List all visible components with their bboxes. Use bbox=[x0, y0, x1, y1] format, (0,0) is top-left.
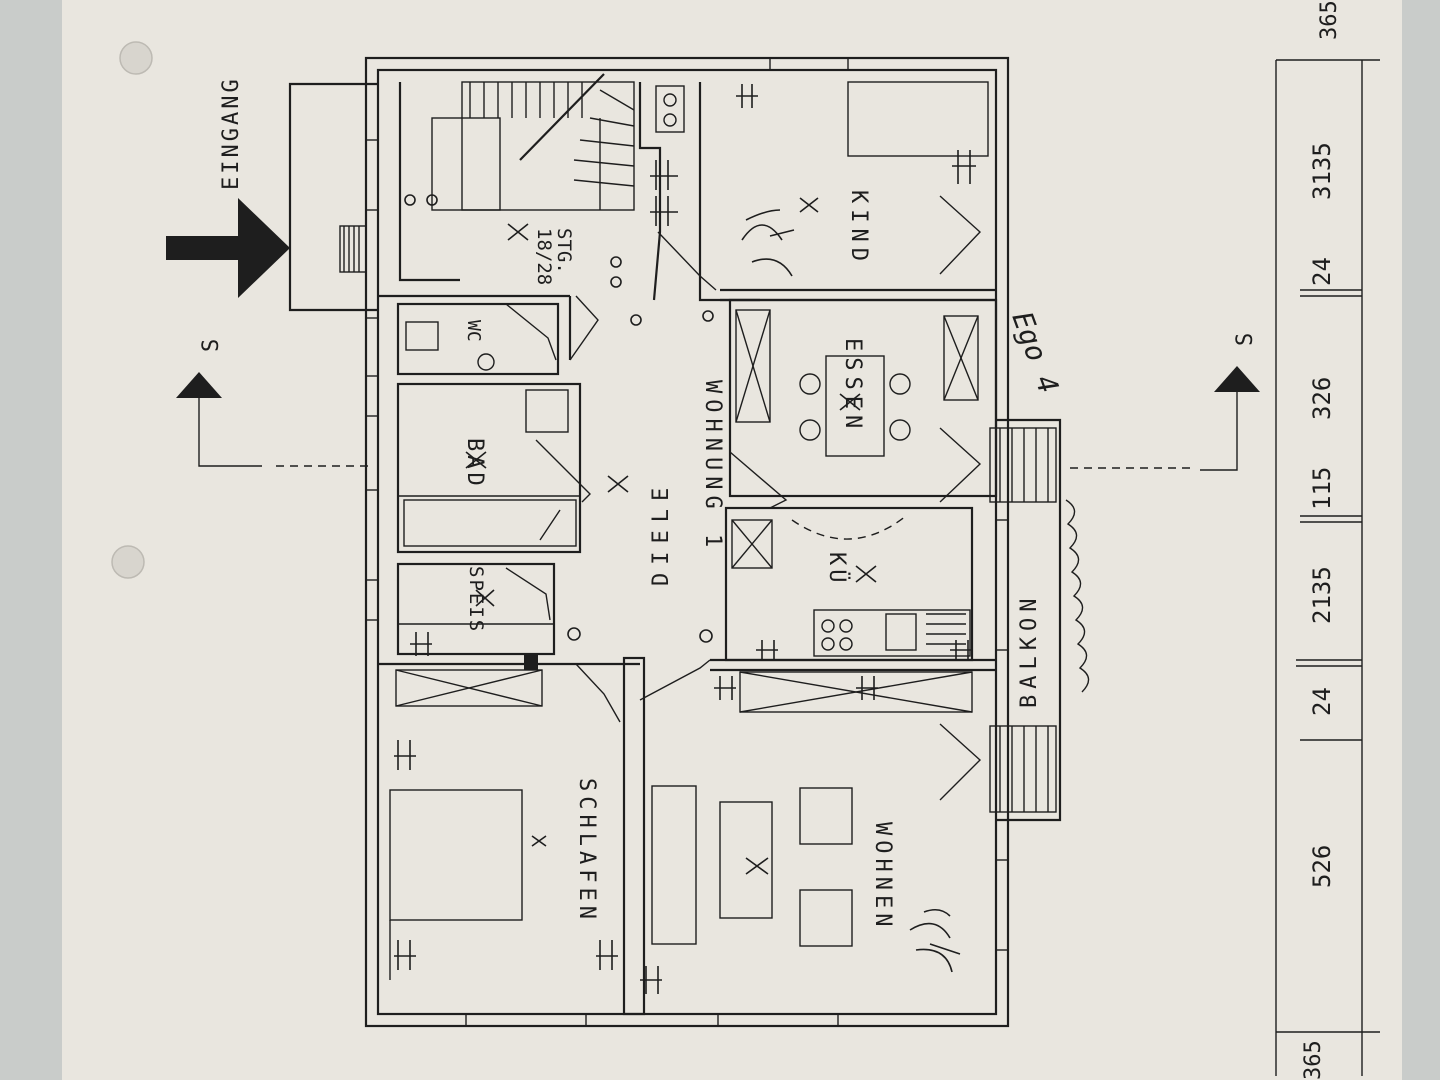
dimension-segment: 3135 bbox=[1308, 142, 1336, 200]
section-label-right: S bbox=[1233, 333, 1258, 346]
windows bbox=[365, 57, 1009, 1027]
handwritten-note: Ego 4 bbox=[1005, 307, 1065, 397]
room-label-balkon: BALKON bbox=[1017, 593, 1042, 708]
dimension-segment: 24 bbox=[1308, 687, 1336, 716]
staircase bbox=[431, 73, 635, 211]
fixtures bbox=[389, 81, 989, 980]
plant-icon bbox=[909, 908, 961, 973]
room-label-kind: KIND bbox=[846, 190, 871, 267]
plant-icon bbox=[741, 209, 795, 277]
dimension-segment: 24 bbox=[1308, 257, 1336, 286]
room-label-bad: BAD bbox=[462, 438, 487, 490]
dimension-segment: 115 bbox=[1308, 467, 1336, 510]
center-subtitle: WOHNUNG 1 bbox=[700, 380, 725, 553]
room-label-schlafen: SCHLAFEN bbox=[574, 778, 599, 924]
punch-hole bbox=[111, 545, 145, 579]
entrance-arrow-icon bbox=[166, 198, 290, 298]
entrance-label: EINGANG bbox=[219, 76, 244, 190]
room-label-wohnen: WOHNEN bbox=[870, 822, 895, 931]
radiators bbox=[939, 195, 982, 801]
entrance-porch bbox=[288, 82, 378, 312]
center-title: DIELE bbox=[649, 480, 674, 586]
section-marker-right bbox=[1070, 366, 1260, 471]
stair-label: STG. bbox=[553, 228, 575, 274]
dimension-line bbox=[1275, 59, 1380, 1076]
dimension-bottom-end: 365 bbox=[1301, 1040, 1326, 1080]
section-label-left: S bbox=[199, 339, 224, 352]
dimension-top-end: 365 bbox=[1317, 0, 1342, 40]
interior-walls bbox=[378, 82, 998, 1016]
dimension-segment: 2135 bbox=[1308, 566, 1336, 624]
door-openings bbox=[505, 231, 907, 723]
dimension-segment: 526 bbox=[1308, 845, 1336, 888]
room-label-kueche: KÜ bbox=[824, 552, 850, 587]
room-label-wc: WC bbox=[463, 320, 484, 342]
stair-steps: 18/28 bbox=[533, 228, 555, 285]
balcony bbox=[989, 418, 1090, 822]
electrical-symbols bbox=[394, 84, 976, 994]
section-marker-left bbox=[176, 372, 370, 467]
punch-hole bbox=[119, 41, 153, 75]
room-label-speis: SPEIS bbox=[465, 566, 487, 633]
room-label-essen: ESSEN bbox=[840, 338, 865, 434]
dimension-segment: 326 bbox=[1308, 377, 1336, 420]
